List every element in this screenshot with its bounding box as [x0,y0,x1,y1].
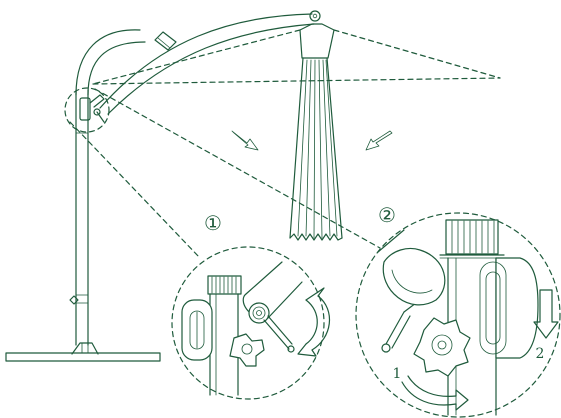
fold-arrow-left-icon [231,130,259,151]
umbrella-pole-icon [75,89,89,346]
detail-1-circle [171,246,325,400]
detail-1: ① [171,211,331,400]
detail-leader-lines [69,88,381,259]
detail-highlight-circle [64,87,110,133]
detail-2-circle [355,212,561,418]
umbrella-illustration [5,10,501,362]
step-1-label: 1 [393,366,402,382]
detail-1-label: ① [204,211,222,235]
detail-2-down-arrow-icon: 2 [533,289,559,362]
umbrella-base [5,342,161,362]
detail-2-knob-icon [413,317,471,377]
detail-2-label: ② [378,203,396,227]
detail-1-clamp [181,299,213,361]
closed-canopy-icon [289,23,343,241]
umbrella-curved-mast [75,29,146,96]
mast-joint-icon [154,31,177,51]
step-2-label: 2 [536,346,545,362]
pole-knob-icon [69,295,79,305]
detail-2-clamp [479,257,539,359]
detail-1-collar [207,275,242,295]
detail-1-crank-handle-icon [248,302,295,353]
umbrella-arm-icon [99,13,315,115]
detail-1-rotation-arrow-icon [297,287,331,357]
arm-hinge-icon [309,10,321,22]
detail-2-crank-handle-icon [381,311,411,353]
detail-1-knob-icon [229,333,265,367]
open-canopy-outline [92,29,501,85]
detail-2-collar [439,219,505,259]
detail-2: ② [355,203,561,418]
detail-2-arm [377,229,446,313]
fold-arrow-right-icon [365,130,393,151]
crank-handle-icon [79,94,105,123]
detail-2-rotation-arrow-icon: 1 [393,366,469,411]
